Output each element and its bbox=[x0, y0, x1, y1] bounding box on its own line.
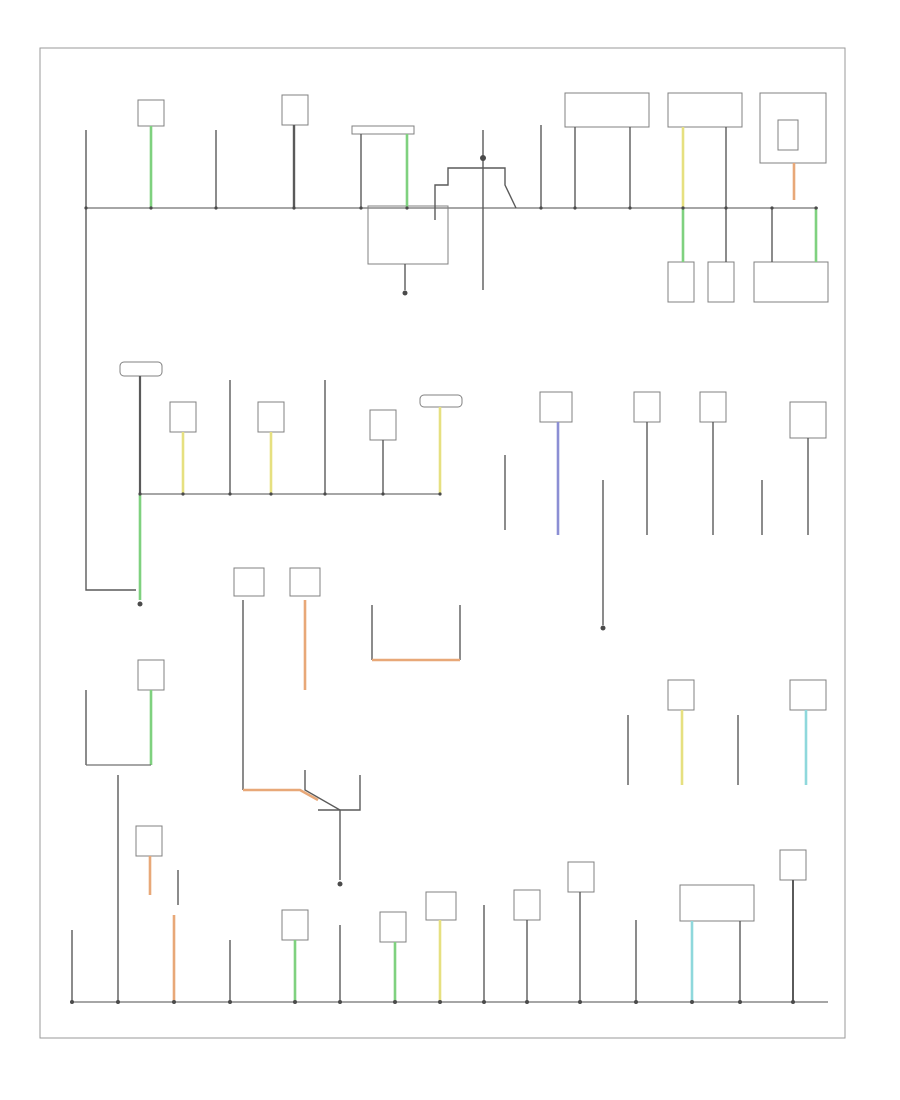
bottom-section bbox=[70, 775, 828, 1004]
component-box bbox=[137, 659, 165, 691]
component-box bbox=[789, 679, 827, 711]
component-box bbox=[513, 889, 541, 921]
top-section bbox=[84, 92, 829, 591]
wire bbox=[304, 770, 341, 880]
component-box bbox=[135, 825, 163, 857]
component-box bbox=[281, 909, 309, 941]
component-box bbox=[351, 125, 415, 135]
bus-splice-dots bbox=[84, 206, 818, 210]
wire-orange bbox=[243, 788, 319, 802]
component-box bbox=[667, 92, 743, 128]
component-box bbox=[667, 261, 695, 303]
bus-splice-dots bbox=[70, 1000, 795, 1004]
splice-point bbox=[480, 155, 486, 161]
component-box bbox=[777, 119, 799, 151]
component-box bbox=[633, 391, 661, 423]
component-box bbox=[789, 401, 827, 439]
component-box bbox=[779, 849, 807, 881]
component-box bbox=[367, 205, 449, 265]
component-box bbox=[667, 679, 695, 711]
ground-icon bbox=[402, 290, 408, 296]
bus-splice-dots bbox=[138, 492, 442, 496]
diagram-frame bbox=[39, 47, 846, 1039]
wire bbox=[483, 167, 517, 209]
ground-icon bbox=[137, 601, 143, 607]
component-box bbox=[679, 884, 755, 922]
component-box bbox=[119, 361, 163, 377]
ground-icon bbox=[600, 625, 606, 631]
component-box bbox=[753, 261, 829, 303]
component-box bbox=[707, 261, 735, 303]
component-box bbox=[281, 94, 309, 126]
component-box bbox=[169, 401, 197, 433]
wire bbox=[85, 208, 136, 591]
middle-section bbox=[119, 361, 827, 631]
component-box bbox=[257, 401, 285, 433]
component-box bbox=[564, 92, 650, 128]
ground-icon bbox=[337, 881, 343, 887]
component-box bbox=[699, 391, 727, 423]
component-box bbox=[419, 394, 463, 408]
lower-middle-section bbox=[85, 567, 827, 887]
wire bbox=[318, 775, 361, 811]
component-box bbox=[567, 861, 595, 893]
component-box bbox=[233, 567, 265, 597]
component-box bbox=[379, 911, 407, 943]
component-box bbox=[425, 891, 457, 921]
component-box bbox=[289, 567, 321, 597]
component-box bbox=[369, 409, 397, 441]
component-box bbox=[539, 391, 573, 423]
wire bbox=[434, 167, 483, 220]
component-box bbox=[137, 99, 165, 127]
